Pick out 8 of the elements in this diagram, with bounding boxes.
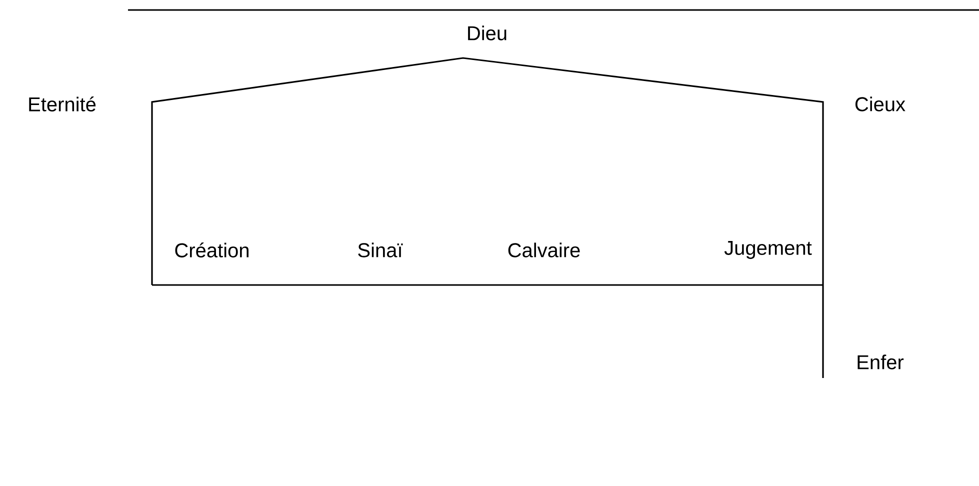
label: Création [175,242,248,258]
label: Calvaire [508,242,580,258]
label: Enfer [858,354,904,370]
label: Jugement [724,241,812,259]
label: Sinaï [358,242,403,258]
label: Cieux [855,96,906,112]
label: Dieu [468,26,506,40]
label: Eternité [29,96,96,112]
